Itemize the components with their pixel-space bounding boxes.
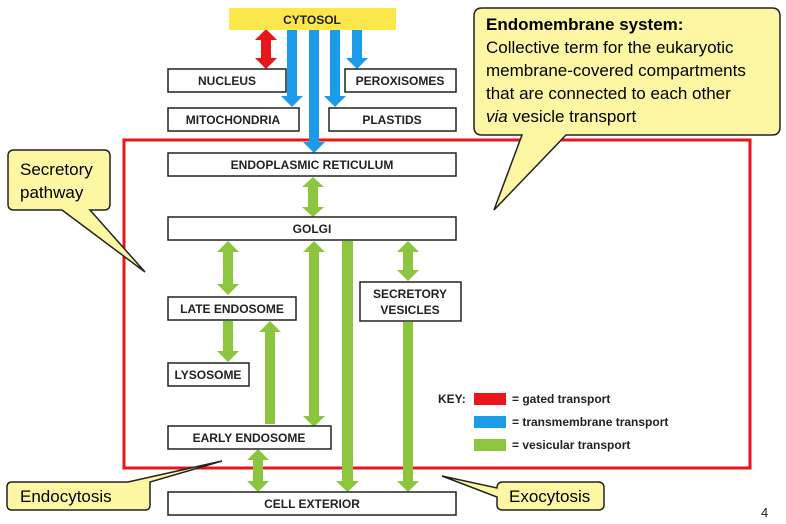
key-swatch-gated <box>474 393 506 405</box>
callout-line4-italic: via <box>486 107 508 126</box>
cell-exterior-label: CELL EXTERIOR <box>264 497 360 511</box>
secretory-pathway-line2: pathway <box>20 183 84 202</box>
cytosol-box <box>229 8 396 30</box>
callout-line4: via vesicle transport <box>486 107 637 126</box>
lysosome-box <box>167 362 250 387</box>
exocytosis-callout <box>441 475 605 511</box>
secretory-vesicles-label-line1: SECRETORY <box>373 287 447 301</box>
cytosol-label: CYTOSOL <box>283 13 341 27</box>
endomembrane-callout <box>473 7 781 211</box>
transmembrane-arrow-to-plastids <box>324 30 346 107</box>
vesicular-arrow-golgi-late-endosome <box>217 241 239 295</box>
key-vesicular-label: = vesicular transport <box>512 438 630 452</box>
vesicular-arrow-golgi-cell-exterior <box>336 241 359 492</box>
nucleus-label: NUCLEUS <box>198 74 256 88</box>
vesicular-arrow-golgi-secretory-vesicles <box>397 241 419 281</box>
late-endosome-box <box>167 296 297 321</box>
mitochondria-box <box>167 107 300 132</box>
er-box <box>167 152 457 177</box>
gated-arrow-cytosol-nucleus <box>255 29 277 69</box>
callout-line2: membrane-covered compartments <box>486 61 746 80</box>
late-endosome-label: LATE ENDOSOME <box>180 302 284 316</box>
vesicular-arrow-early-endosome-cell-exterior <box>247 449 269 492</box>
key-label: KEY: <box>438 392 466 406</box>
secretory-pathway-line1: Secretory <box>20 160 93 179</box>
peroxisomes-label: PEROXISOMES <box>356 74 445 88</box>
lysosome-label: LYSOSOME <box>175 368 242 382</box>
plastids-label: PLASTIDS <box>362 113 421 127</box>
exocytosis-label: Exocytosis <box>509 487 590 506</box>
callout-line1: Collective term for the eukaryotic <box>486 38 734 57</box>
endocytosis-callout <box>6 460 223 511</box>
nucleus-box <box>167 68 287 93</box>
transmembrane-arrow-to-er <box>303 30 325 153</box>
callout-line4-rest: vesicle transport <box>508 107 637 126</box>
key-gated-label: = gated transport <box>512 392 610 406</box>
early-endosome-label: EARLY ENDOSOME <box>193 431 306 445</box>
plastids-box <box>328 107 457 132</box>
endocytosis-label: Endocytosis <box>20 487 112 506</box>
cell-exterior-box <box>167 491 457 516</box>
transmembrane-arrow-to-mitochondria <box>281 30 303 107</box>
secretory-vesicles-box <box>359 281 462 322</box>
er-label: ENDOPLASMIC RETICULUM <box>231 158 394 172</box>
key-transmembrane-label: = transmembrane transport <box>512 415 668 429</box>
vesicular-arrow-late-endosome-lysosome <box>217 321 239 362</box>
key-legend: KEY: = gated transport = transmembrane t… <box>438 392 668 452</box>
callout-heading: Endomembrane system: <box>486 15 683 34</box>
peroxisomes-box <box>344 68 457 93</box>
vesicular-arrow-golgi-early-endosome <box>303 241 325 427</box>
page-number: 4 <box>761 505 768 520</box>
secretory-vesicles-label-line2: VESICLES <box>380 303 439 317</box>
secretory-pathway-callout <box>7 149 146 273</box>
key-swatch-vesicular <box>474 439 506 451</box>
golgi-box <box>167 216 457 241</box>
transmembrane-arrow-to-peroxisomes <box>346 30 368 69</box>
mitochondria-label: MITOCHONDRIA <box>186 113 281 127</box>
early-endosome-box <box>167 425 332 450</box>
vesicular-arrow-secretory-vesicles-cell-exterior <box>397 322 419 492</box>
callout-line3: that are connected to each other <box>486 84 731 103</box>
vesicular-arrow-er-golgi <box>302 177 324 217</box>
key-swatch-transmembrane <box>474 416 506 428</box>
golgi-label: GOLGI <box>293 222 332 236</box>
vesicular-arrow-early-to-late-endosome <box>259 321 281 424</box>
secretory-pathway-frame <box>122 138 752 470</box>
